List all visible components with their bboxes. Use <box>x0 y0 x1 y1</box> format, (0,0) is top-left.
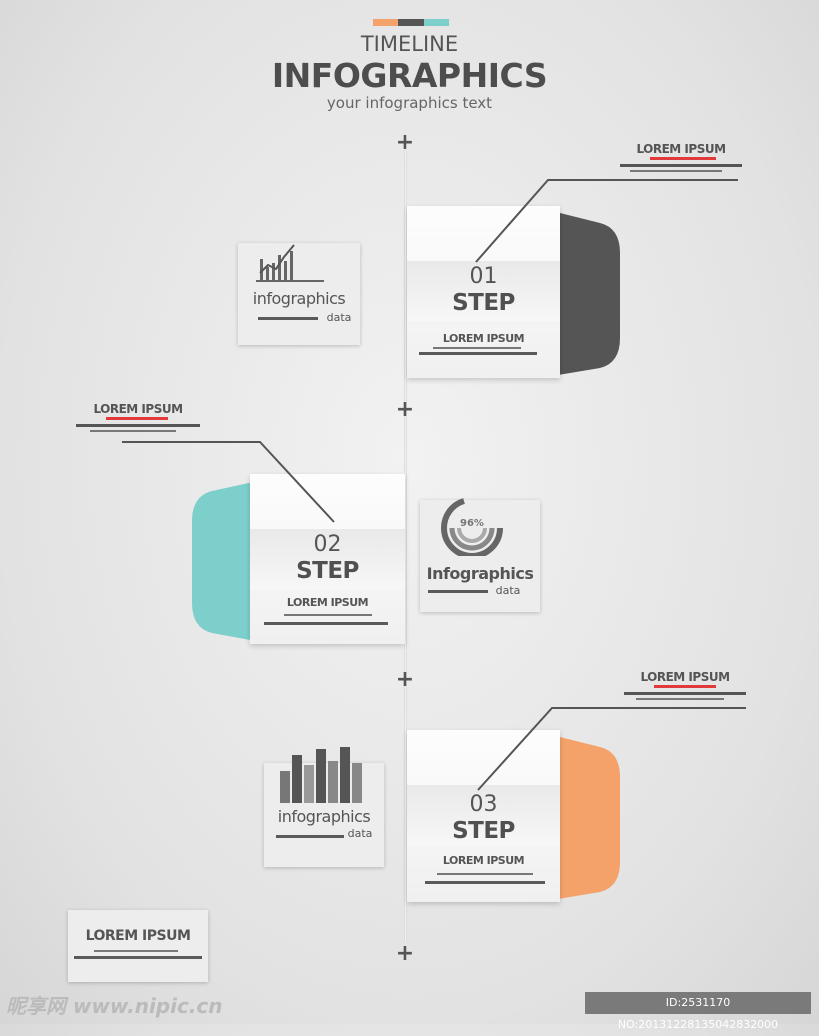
step-1-box: 01 STEP LOREM IPSUM <box>407 206 560 378</box>
title-big: INFOGRAPHICS <box>271 56 548 95</box>
footer-box: LOREM IPSUM <box>68 910 208 982</box>
step-1-word: STEP <box>452 290 515 316</box>
step-1-tab <box>540 208 622 378</box>
card-2: 96% Infographics data <box>420 498 540 612</box>
plus-icon: + <box>395 397 415 422</box>
step-1-number: 01 <box>469 264 498 289</box>
step-2-box: 02 STEP LOREM IPSUM <box>250 474 405 644</box>
step-3-label: LOREM IPSUM <box>442 854 525 867</box>
card-2-title: Infographics <box>426 564 534 583</box>
card-2-percent: 96% <box>460 518 484 529</box>
watermark-right: ID:2531170 NO:20131228135042832000 <box>585 992 811 1031</box>
color-bar-gray <box>398 19 424 26</box>
card-3-sub: data <box>347 827 373 840</box>
step-3-number: 03 <box>469 792 498 817</box>
footer-box-title: LOREM IPSUM <box>85 928 191 944</box>
timeline-line <box>404 150 407 940</box>
plus-icon: + <box>395 667 415 692</box>
card-3: infographics data <box>264 747 384 867</box>
step-2-word: STEP <box>296 558 359 584</box>
title-small: TIMELINE <box>360 32 459 56</box>
step-3-word: STEP <box>452 818 515 844</box>
card-1: infographics data <box>238 243 360 345</box>
header-color-bar <box>373 19 449 26</box>
callout-2-connector <box>122 441 335 523</box>
bar-chart-icon <box>276 745 366 807</box>
color-bar-teal <box>423 19 449 26</box>
color-bar-orange <box>373 19 399 26</box>
callout-1-title: LOREM IPSUM <box>636 142 726 156</box>
card-1-sub: data <box>326 311 352 324</box>
card-1-title: infographics <box>252 289 346 308</box>
callout-1: LOREM IPSUM <box>620 142 742 172</box>
callout-2: LOREM IPSUM <box>76 402 200 432</box>
card-3-title: infographics <box>277 807 371 826</box>
card-2-sub: data <box>495 584 521 597</box>
callout-2-title: LOREM IPSUM <box>93 402 183 416</box>
step-2-label: LOREM IPSUM <box>286 596 369 609</box>
step-3-box: 03 STEP LOREM IPSUM <box>407 730 560 902</box>
callout-3: LOREM IPSUM <box>624 670 746 700</box>
plus-icon: + <box>395 130 415 155</box>
step-3-tab <box>540 732 622 902</box>
line-chart-icon <box>254 243 328 287</box>
watermark-left: 昵享网 www.nipic.cn <box>6 994 223 1018</box>
plus-icon: + <box>395 941 415 966</box>
callout-1-connector <box>475 179 738 263</box>
step-1-label: LOREM IPSUM <box>442 332 525 345</box>
donut-chart-icon <box>434 498 514 560</box>
callout-3-connector <box>477 707 746 791</box>
title-subtitle: your infographics text <box>326 94 493 112</box>
step-2-number: 02 <box>313 532 342 557</box>
callout-3-title: LOREM IPSUM <box>640 670 730 684</box>
